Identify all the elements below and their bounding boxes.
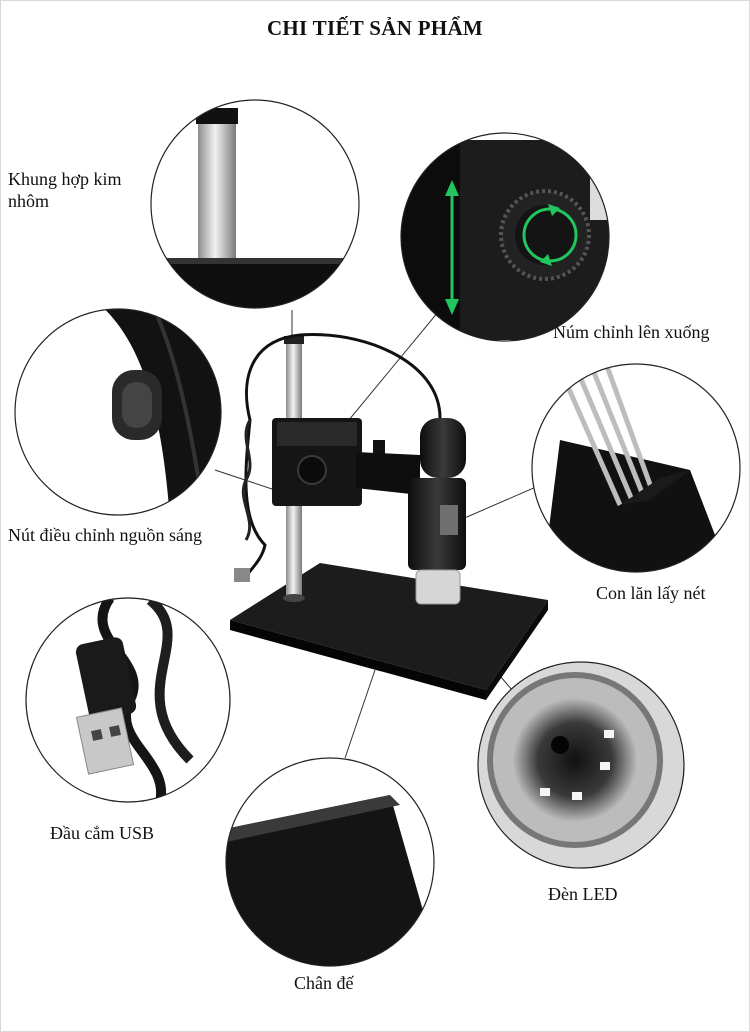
label-usb-plug: Đầu cắm USB xyxy=(50,823,154,843)
microscope-product xyxy=(230,332,548,700)
detail-light-button xyxy=(14,308,222,516)
label-aluminum-frame: Khung hợp kim nhôm xyxy=(8,169,122,211)
label-led-light: Đèn LED xyxy=(548,884,618,904)
callout-lines xyxy=(214,299,553,759)
detail-aluminum-frame xyxy=(150,99,360,309)
detail-usb-plug xyxy=(25,597,231,803)
detail-focus-wheel xyxy=(531,363,741,573)
detail-led-lights xyxy=(477,661,685,869)
detail-stand-base xyxy=(225,757,435,967)
label-light-button: Nút điều chỉnh nguồn sáng xyxy=(8,525,202,545)
detail-height-knob xyxy=(400,132,610,342)
label-focus-wheel: Con lăn lấy nét xyxy=(596,583,706,603)
label-height-knob: Núm chỉnh lên xuống xyxy=(553,322,710,342)
label-stand-base: Chân đế xyxy=(294,973,354,993)
page-title: CHI TIẾT SẢN PHẨM xyxy=(266,16,484,40)
